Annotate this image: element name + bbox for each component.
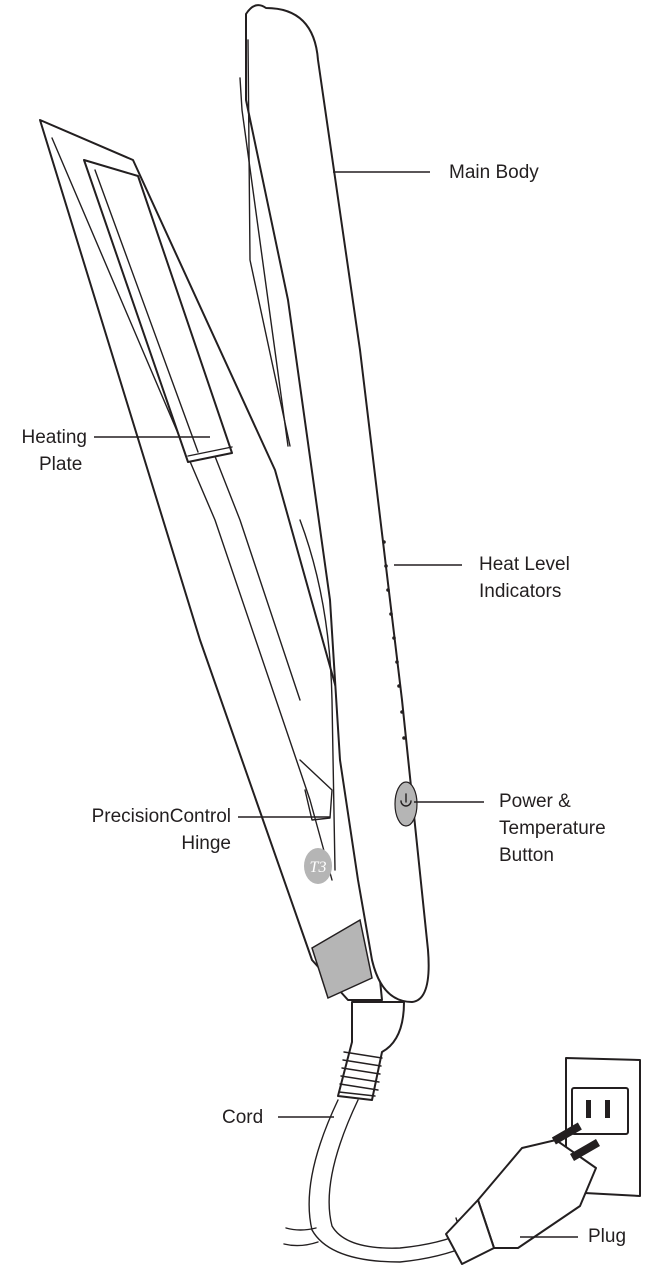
indicator-dot [384,564,388,568]
label-cord: Cord [222,1107,264,1128]
power-cord [283,1099,471,1263]
heat-level-indicators [382,540,406,740]
label-heat-level-indicators: Heat Level Indicators [479,554,570,602]
label-power-temperature-button: Power & Temperature Button [499,791,606,866]
t3-logo: T3 [304,848,332,884]
logo-text: T3 [310,859,327,876]
power-button [394,781,418,827]
indicator-dot [402,736,406,740]
indicator-dot [400,710,404,714]
strain-relief [337,1001,405,1101]
heating-plate [83,159,233,463]
indicator-dot [386,588,390,592]
grip-band [311,918,373,1000]
label-heating-plate: Heating Plate [21,427,88,475]
indicator-dot [395,660,399,664]
label-plug: Plug [588,1226,627,1247]
plug [445,1122,600,1265]
indicator-dot [382,540,386,544]
indicator-dot [392,636,396,640]
indicator-dot [397,684,401,688]
indicator-dot [389,612,393,616]
main-body [239,4,430,1003]
label-precision-control-hinge: PrecisionControl Hinge [91,806,231,854]
label-main-body: Main Body [449,162,539,183]
